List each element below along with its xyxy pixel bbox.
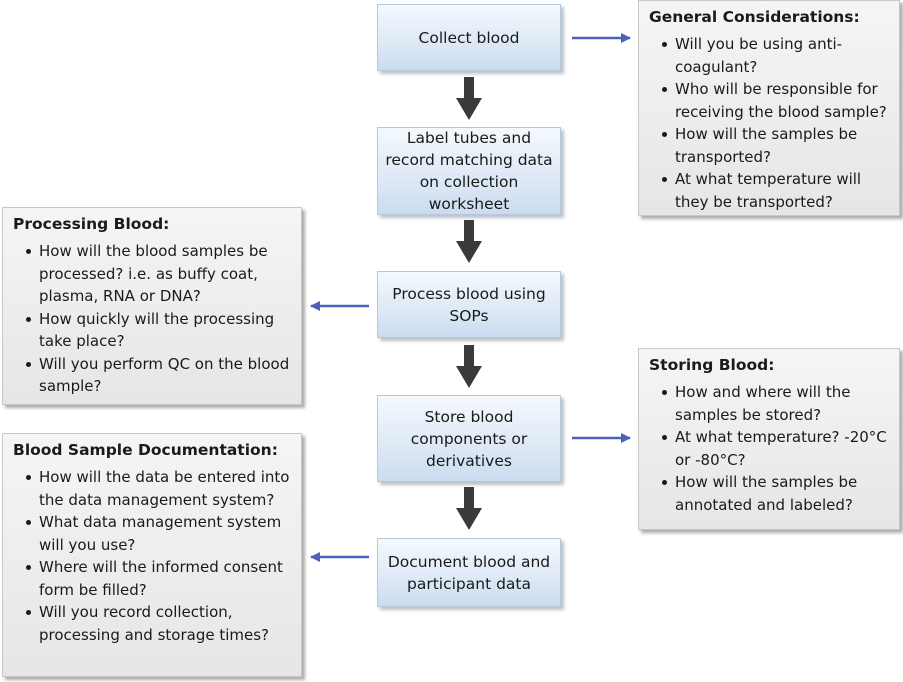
list-item: Will you perform QC on the blood sample? bbox=[13, 353, 293, 398]
down-arrow-3 bbox=[456, 345, 482, 388]
list-item: What data management system will you use… bbox=[13, 511, 293, 556]
note-list: How will the blood samples be processed?… bbox=[13, 240, 293, 398]
list-item: At what temperature? -20°C or -80°C? bbox=[649, 426, 891, 471]
step-process-blood: Process blood using SOPs bbox=[377, 271, 561, 338]
list-item: Who will be responsible for receiving th… bbox=[649, 78, 891, 123]
note-processing-blood: Processing Blood: How will the blood sam… bbox=[2, 207, 302, 405]
list-item: How and where will the samples be stored… bbox=[649, 381, 891, 426]
step-label: Document blood and participant data bbox=[387, 552, 551, 593]
note-list: How will the data be entered into the da… bbox=[13, 466, 293, 646]
note-list: How and where will the samples be stored… bbox=[649, 381, 891, 516]
step-label: Collect blood bbox=[418, 28, 520, 47]
step-collect-blood: Collect blood bbox=[377, 4, 561, 71]
step-label: Process blood using SOPs bbox=[392, 284, 546, 325]
down-arrow-2 bbox=[456, 220, 482, 263]
down-arrow-4 bbox=[456, 487, 482, 530]
step-label-tubes: Label tubes and record matching data on … bbox=[377, 127, 561, 215]
note-general-considerations: General Considerations: Will you be usin… bbox=[638, 0, 900, 216]
list-item: How quickly will the processing take pla… bbox=[13, 308, 293, 353]
step-document-blood: Document blood and participant data bbox=[377, 538, 561, 607]
note-list: Will you be using anti-coagulant? Who wi… bbox=[649, 33, 891, 213]
step-store-blood: Store blood components or derivatives bbox=[377, 395, 561, 482]
note-storing-blood: Storing Blood: How and where will the sa… bbox=[638, 348, 900, 530]
list-item: How will the data be entered into the da… bbox=[13, 466, 293, 511]
note-title: General Considerations: bbox=[649, 8, 860, 26]
note-title: Blood Sample Documentation: bbox=[13, 441, 278, 459]
down-arrow-1 bbox=[456, 77, 482, 120]
list-item: Where will the informed consent form be … bbox=[13, 556, 293, 601]
list-item: How will the samples be transported? bbox=[649, 123, 891, 168]
step-label: Store blood components or derivatives bbox=[410, 407, 528, 470]
list-item: Will you be using anti-coagulant? bbox=[649, 33, 891, 78]
list-item: Will you record collection, processing a… bbox=[13, 601, 293, 646]
list-item: How will the blood samples be processed?… bbox=[13, 240, 293, 308]
note-title: Storing Blood: bbox=[649, 356, 775, 374]
list-item: At what temperature will they be transpo… bbox=[649, 168, 891, 213]
note-blood-sample-documentation: Blood Sample Documentation: How will the… bbox=[2, 433, 302, 677]
step-label: Label tubes and record matching data on … bbox=[385, 129, 553, 213]
note-title: Processing Blood: bbox=[13, 215, 170, 233]
list-item: How will the samples be annotated and la… bbox=[649, 471, 891, 516]
